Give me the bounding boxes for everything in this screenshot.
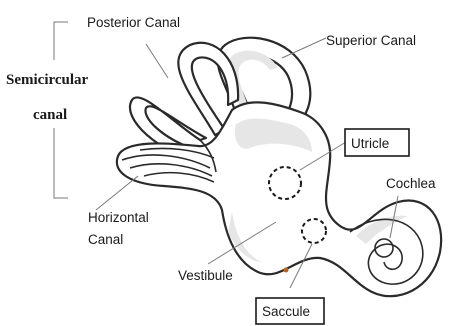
horizontal-canal-label-line1: Horizontal [88,210,149,225]
posterior-canal-label: Posterior Canal [87,15,180,30]
saccule-label: Saccule [262,304,310,319]
cochlea-label: Cochlea [386,176,436,191]
semicircular-canal-label-line2: canal [33,107,67,123]
vestibule-label: Vestibule [178,268,233,283]
semicircular-canal-label-line1: Semicircular [6,72,89,88]
dot-mark [284,268,289,273]
horizontal-canal-label-line2: Canal [88,232,123,247]
utricle-label: Utricle [351,136,389,151]
superior-canal-label: Superior Canal [326,33,416,48]
